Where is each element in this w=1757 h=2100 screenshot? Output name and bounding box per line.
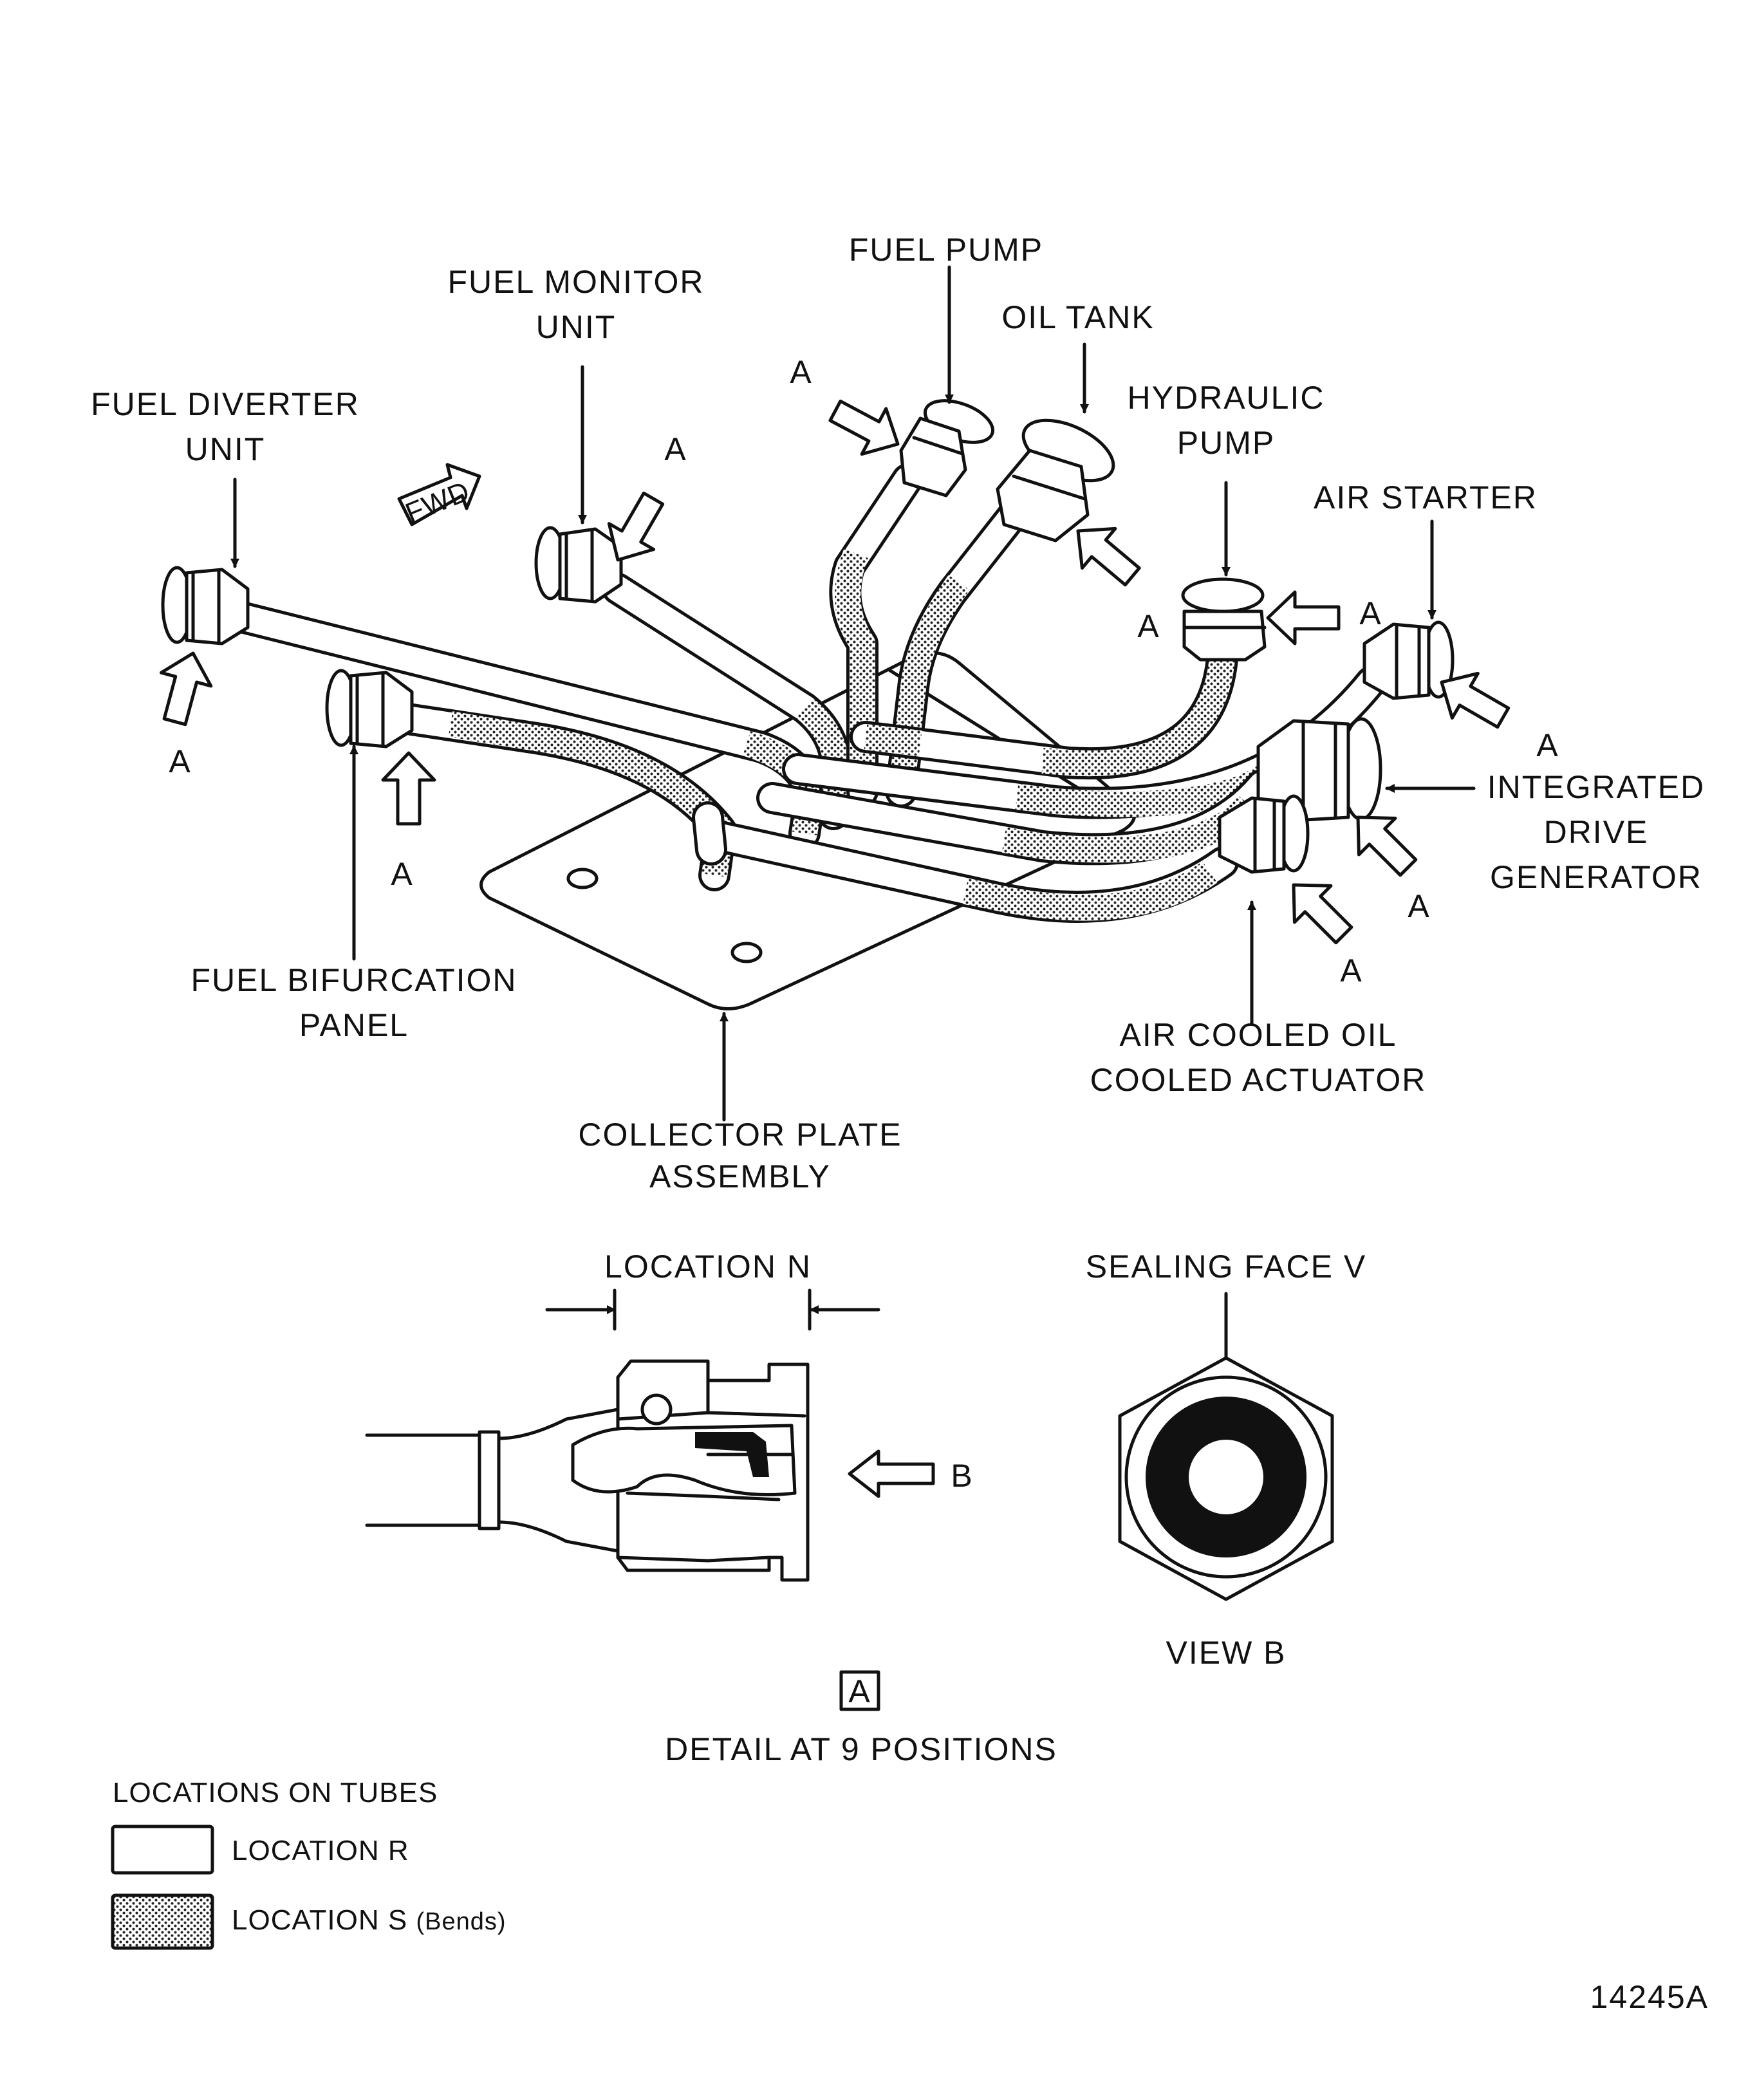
fwd-arrow: FWD (397, 463, 481, 530)
label-hydraulic-pump-2: PUMP (1177, 425, 1275, 461)
legend-swatch-location-s (111, 1893, 214, 1950)
label-collector-plate-2: ASSEMBLY (649, 1158, 831, 1194)
label-fuel-monitor-1: FUEL MONITOR (447, 264, 704, 300)
callout-a: A (169, 743, 191, 779)
detail-caption: A DETAIL AT 9 POSITIONS (665, 1670, 1057, 1767)
label-hydraulic-pump-1: HYDRAULIC (1128, 380, 1325, 416)
tube-fuel-pump (829, 463, 924, 808)
label-view-b: VIEW B (1166, 1635, 1286, 1671)
fitting-integrated-drive-generator (1256, 717, 1382, 822)
fitting-fuel-monitor (534, 526, 623, 604)
label-fuel-pump: FUEL PUMP (849, 232, 1043, 268)
tube-bundle (228, 463, 1387, 923)
detail-box-letter: A (848, 1673, 871, 1709)
label-idg-3: GENERATOR (1490, 859, 1702, 895)
label-sealing-face: SEALING FACE V (1086, 1249, 1366, 1285)
fitting-hydraulic-pump (1181, 577, 1267, 662)
fitting-fuel-bifurcation (325, 669, 414, 748)
callout-arrow-fuel-pump (823, 388, 910, 467)
label-idg-1: INTEGRATED (1487, 769, 1706, 805)
legend-location-s: LOCATION S (Bends) (232, 1904, 507, 1936)
label-collector-plate-1: COLLECTOR PLATE (578, 1117, 902, 1153)
figure-number: 14245A (1590, 1979, 1709, 2015)
callout-a: A (1408, 888, 1430, 924)
callout-a: A (1340, 952, 1362, 989)
label-fuel-diverter-1: FUEL DIVERTER (91, 386, 360, 422)
component-labels: FUEL DIVERTER UNIT FUEL MONITOR UNIT FUE… (91, 232, 1706, 1194)
legend-swatch-location-r (111, 1825, 214, 1875)
label-air-starter: AIR STARTER (1314, 479, 1538, 516)
label-fuel-monitor-2: UNIT (536, 309, 617, 345)
label-air-cooled-2: COOLED ACTUATOR (1090, 1062, 1427, 1098)
callout-a: A (1536, 727, 1559, 763)
callout-a: A (664, 431, 687, 467)
detail-caption-text: DETAIL AT 9 POSITIONS (665, 1731, 1057, 1767)
fitting-fuel-diverter (161, 566, 250, 646)
fitting-air-cooled-actuator (1218, 794, 1310, 874)
tube-hydraulic-pump (850, 634, 1239, 779)
callout-arrow-air-cooled-actuator (1276, 867, 1362, 953)
label-fuel-diverter-2: UNIT (185, 431, 266, 467)
label-arrow-b: B (951, 1458, 973, 1494)
leader-lines (230, 265, 1476, 1122)
label-air-cooled-1: AIR COOLED OIL (1120, 1017, 1397, 1053)
callout-arrow-fuel-diverter (150, 647, 218, 729)
fitting-air-starter (1362, 620, 1455, 700)
fitting-fuel-pump (899, 399, 995, 497)
tube-oil-tank (885, 486, 1039, 808)
legend-location-r: LOCATION R (232, 1835, 409, 1866)
callout-a: A (391, 856, 413, 892)
fitting-oil-tank (996, 418, 1115, 543)
callout-letters: A A A A A A A A A (169, 354, 1559, 989)
detail-view-b: SEALING FACE V VIEW B (1086, 1249, 1366, 1671)
label-location-n: LOCATION N (604, 1249, 812, 1285)
label-fuel-bifurcation-1: FUEL BIFURCATION (191, 962, 517, 998)
callout-a: A (1359, 595, 1382, 631)
detail-fitting-side-view: LOCATION N B (365, 1249, 973, 1582)
legend: LOCATIONS ON TUBES LOCATION R LOCATION S… (111, 1777, 507, 1950)
label-idg-2: DRIVE (1544, 814, 1649, 850)
callout-arrow-fuel-bifurcation (383, 753, 434, 824)
legend-title: LOCATIONS ON TUBES (113, 1777, 438, 1808)
callout-a: A (1137, 608, 1160, 644)
callout-a: A (790, 354, 812, 390)
label-fuel-bifurcation-2: PANEL (299, 1007, 409, 1043)
tube-air-cooled-actuator (705, 821, 1239, 923)
callout-arrow-hydraulic-pump (1268, 592, 1339, 644)
label-oil-tank: OIL TANK (1001, 299, 1154, 335)
